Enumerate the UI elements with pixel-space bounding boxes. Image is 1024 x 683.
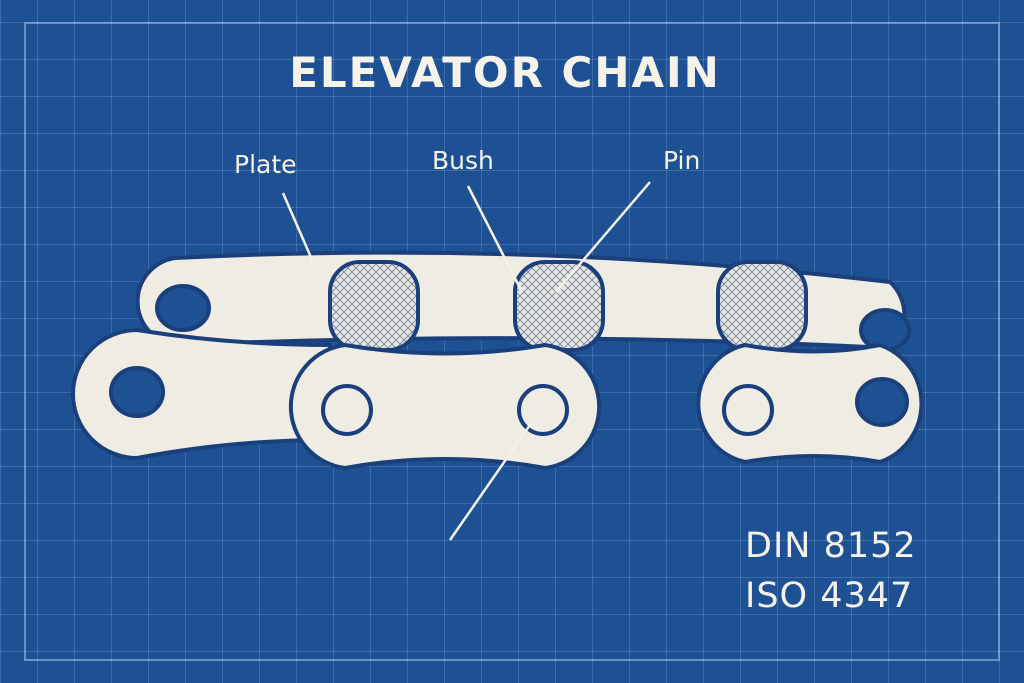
plate-leader-line xyxy=(281,192,315,263)
bush-3 xyxy=(716,260,808,352)
back-plate-hole-right xyxy=(859,308,911,352)
label-pin: Pin xyxy=(663,146,701,175)
label-bush: Bush xyxy=(432,146,494,175)
bush-1 xyxy=(328,260,420,352)
blueprint-frame xyxy=(24,22,1000,661)
standard-din: DIN 8152 xyxy=(745,526,917,566)
bush-2 xyxy=(513,260,605,352)
standard-iso: ISO 4347 xyxy=(745,576,914,616)
front-plate-left xyxy=(71,327,332,461)
front-plate-hole-left xyxy=(109,366,165,418)
pin-3 xyxy=(722,384,774,436)
back-plate-hole-left xyxy=(155,284,211,332)
pin-1 xyxy=(321,384,373,436)
bush-leader-line xyxy=(466,185,524,293)
pin-2 xyxy=(517,384,569,436)
pin-leader-line xyxy=(555,181,651,293)
label-plate: Plate xyxy=(234,150,297,179)
diagram-title: ELEVATOR CHAIN xyxy=(289,48,721,97)
pin-front-leader-line xyxy=(448,421,534,541)
front-plate-hole-right xyxy=(855,377,909,427)
